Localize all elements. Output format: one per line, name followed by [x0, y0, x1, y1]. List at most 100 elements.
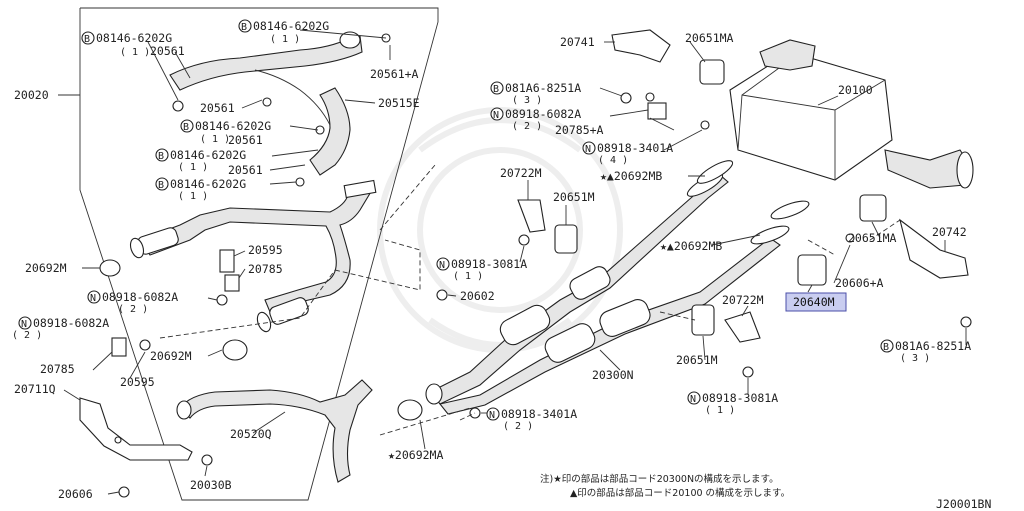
bracket-20722m-a [517, 199, 546, 233]
svg-text:( 1 ): ( 1 ) [178, 191, 208, 202]
label-20606: 20606 [58, 487, 93, 501]
label-20692mb-a: ★▲20692MB [600, 169, 662, 183]
label-20100: 20100 [838, 83, 873, 97]
label-20722m-b: 20722M [722, 293, 764, 307]
svg-text:( 2 ): ( 2 ) [12, 330, 42, 341]
callout-b-08146-b: B 08146-6202G( 1 ) [238, 19, 329, 45]
label-20651ma-a: 20651MA [685, 31, 734, 45]
svg-text:08918-3401A: 08918-3401A [597, 141, 673, 155]
label-20722m-a: 20722M [500, 166, 542, 180]
hanger-20651ma-b [859, 194, 887, 222]
assembly-outline [79, 7, 439, 501]
part-20785-b [111, 337, 127, 357]
label-20561-c: 20561 [228, 133, 263, 147]
callout-n-08918-3401a-a: N 08918-3401A( 4 ) [582, 141, 673, 166]
label-20785-a: 20785 [248, 262, 283, 276]
hanger-20651m-b [691, 304, 715, 336]
label-20020: 20020 [14, 88, 49, 102]
svg-text:N: N [493, 110, 499, 121]
callout-b-08146-c: B 08146-6202G( 1 ) [180, 119, 271, 145]
callout-b-081a6-b: B 081A6-8251A( 3 ) [880, 339, 971, 364]
label-20651ma-b: 20651MA [848, 231, 897, 245]
label-20711q: 20711Q [14, 382, 56, 396]
bracket-20722m-b [724, 311, 761, 343]
svg-text:N: N [21, 319, 27, 330]
highlight-20640m [785, 292, 847, 312]
svg-text:( 1 ): ( 1 ) [705, 405, 735, 416]
svg-text:( 1 ): ( 1 ) [178, 162, 208, 173]
label-20561-b: 20561 [200, 101, 235, 115]
callout-b-081a6-a: B 081A6-8251A( 3 ) [490, 81, 581, 106]
hanger-20651ma-top [699, 59, 725, 85]
part-20785-a [224, 274, 240, 292]
callout-n-08918-3081a-a: N 08918-3081A( 1 ) [436, 257, 527, 282]
diagram-id: J20001BN [936, 497, 991, 511]
svg-text:N: N [90, 293, 96, 304]
svg-text:08146-6202G: 08146-6202G [170, 177, 246, 191]
label-20595-a: 20595 [248, 243, 283, 257]
label-20692m-a: 20692M [25, 261, 67, 275]
svg-text:081A6-8251A: 081A6-8251A [505, 81, 581, 95]
part-20640m-damper [797, 254, 827, 286]
label-20606a: 20606+A [835, 276, 884, 290]
svg-text:B: B [241, 22, 247, 33]
label-20300n: 20300N [592, 368, 634, 382]
label-20785-b: 20785 [40, 362, 75, 376]
note-line-2: ▲印の部品は部品コード20100 の構成を示します。 [570, 487, 790, 499]
callout-b-08146-e: B 08146-6202G( 1 ) [155, 177, 246, 202]
label-20030b: 20030B [190, 478, 232, 492]
svg-text:( 1 ): ( 1 ) [200, 134, 230, 145]
svg-text:B: B [883, 342, 889, 353]
svg-text:B: B [158, 151, 164, 162]
gasket-20692m-b [222, 339, 248, 361]
label-20561-a: 20561 [150, 44, 185, 58]
callout-b-08146-a: B 08146-6202G( 1 ) [81, 31, 172, 58]
label-20692mb-b: ★▲20692MB [660, 239, 722, 253]
label-20602: 20602 [460, 289, 495, 303]
part-20100-muffler [729, 39, 974, 189]
svg-text:( 2 ): ( 2 ) [503, 421, 533, 432]
hanger-20651m-a [554, 224, 578, 254]
svg-text:( 2 ): ( 2 ) [118, 304, 148, 315]
svg-text:( 2 ): ( 2 ) [512, 121, 542, 132]
svg-text:N: N [585, 144, 591, 155]
svg-text:B: B [158, 180, 164, 191]
label-20561-d: 20561 [228, 163, 263, 177]
label-20640m: 20640M [793, 295, 835, 309]
callout-n-08918-6082a-c: N 08918-6082A( 2 ) [490, 107, 581, 132]
svg-text:B: B [183, 122, 189, 133]
label-20742: 20742 [932, 225, 967, 239]
gasket-20692m-a [99, 259, 121, 277]
part-brackets-right [517, 29, 969, 343]
svg-text:081A6-8251A: 081A6-8251A [895, 339, 971, 353]
svg-text:08918-6082A: 08918-6082A [505, 107, 581, 121]
label-20561plusa: 20561+A [370, 67, 419, 81]
svg-text:N: N [690, 394, 696, 405]
note-line-1: 注)★印の部品は部品コード20300Nの構成を示します。 [540, 473, 779, 485]
svg-text:08918-6082A: 08918-6082A [102, 290, 178, 304]
svg-text:( 1 ): ( 1 ) [270, 34, 300, 45]
svg-text:08918-3081A: 08918-3081A [702, 391, 778, 405]
svg-text:08918-3401A: 08918-3401A [501, 407, 577, 421]
svg-text:( 1 ): ( 1 ) [453, 271, 483, 282]
label-20595-b: 20595 [120, 375, 155, 389]
gasket-20692ma [397, 399, 423, 421]
part-20785a [647, 102, 667, 120]
svg-text:08146-6202G: 08146-6202G [96, 31, 172, 45]
part-front-pipe-20020 [129, 179, 377, 333]
svg-text:( 4 ): ( 4 ) [598, 155, 628, 166]
part-20300n-center-pipe [425, 174, 781, 415]
svg-text:B: B [84, 34, 90, 45]
label-20520q: 20520Q [230, 427, 272, 441]
callout-b-08146-d: B 08146-6202G( 1 ) [155, 148, 246, 173]
callout-n-08918-3081a-b: N 08918-3081A( 1 ) [687, 391, 778, 416]
label-20785a: 20785+A [555, 123, 604, 137]
labels: B 08146-6202G( 1 ) 20561 B 08146-6202G( … [12, 19, 991, 511]
part-20520q-pipe [176, 379, 373, 483]
part-20595-a [219, 249, 235, 273]
svg-text:08146-6202G: 08146-6202G [195, 119, 271, 133]
svg-text:08146-6202G: 08146-6202G [170, 148, 246, 162]
svg-text:B: B [493, 84, 499, 95]
callout-n-08918-6082a-b: N 08918-6082A( 2 ) [12, 316, 109, 341]
